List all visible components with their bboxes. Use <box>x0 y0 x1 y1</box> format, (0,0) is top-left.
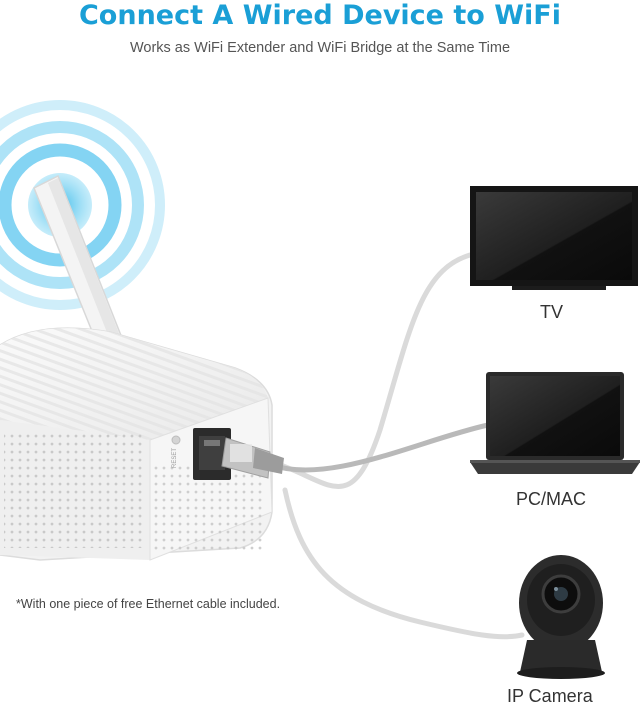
page-title: Connect A Wired Device to WiFi <box>78 0 561 31</box>
ip-camera-icon <box>517 555 605 679</box>
ip-camera-label: IP Camera <box>507 686 593 706</box>
footnote: *With one piece of free Ethernet cable i… <box>16 597 281 611</box>
page-subtitle: Works as WiFi Extender and WiFi Bridge a… <box>129 40 511 56</box>
wifi-extender: RESET <box>0 327 273 561</box>
pc-mac-label: PC/MAC <box>516 489 587 509</box>
reset-button <box>171 435 181 445</box>
laptop-icon <box>470 372 640 474</box>
tv-icon <box>470 186 638 290</box>
reset-label: RESET <box>172 448 178 468</box>
tv-label: TV <box>540 302 564 322</box>
ethernet-port-icon <box>193 428 231 480</box>
ethernet-cables <box>269 252 525 640</box>
ethernet-plug-icon <box>221 437 284 479</box>
